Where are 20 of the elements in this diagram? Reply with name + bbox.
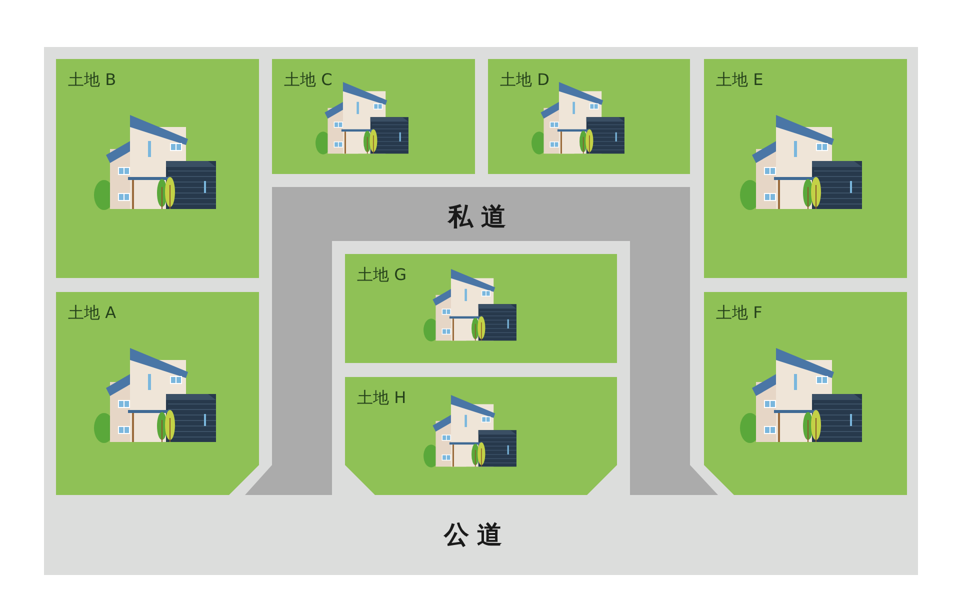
private-road: [245, 187, 718, 495]
public-road: [44, 495, 918, 575]
plot-label: 土地 B: [68, 71, 116, 89]
land-plot: [272, 59, 475, 174]
road-label: 私道: [448, 203, 514, 231]
plot-label: 土地 D: [500, 71, 550, 89]
plot-label: 土地 C: [284, 71, 332, 89]
plot-label: 土地 G: [357, 266, 406, 284]
plot-label: 土地 F: [716, 304, 762, 322]
land-plot: [345, 254, 617, 363]
land-plot: [56, 59, 259, 278]
plot-label: 土地 H: [357, 389, 406, 407]
land-plot: [704, 59, 907, 278]
land-plot: [488, 59, 690, 174]
land-plot: [345, 377, 617, 495]
plot-label: 土地 A: [68, 304, 116, 322]
road-label: 公道: [444, 521, 510, 549]
land-plot: [704, 292, 907, 495]
plot-label: 土地 E: [716, 71, 764, 89]
land-plot: [56, 292, 259, 495]
